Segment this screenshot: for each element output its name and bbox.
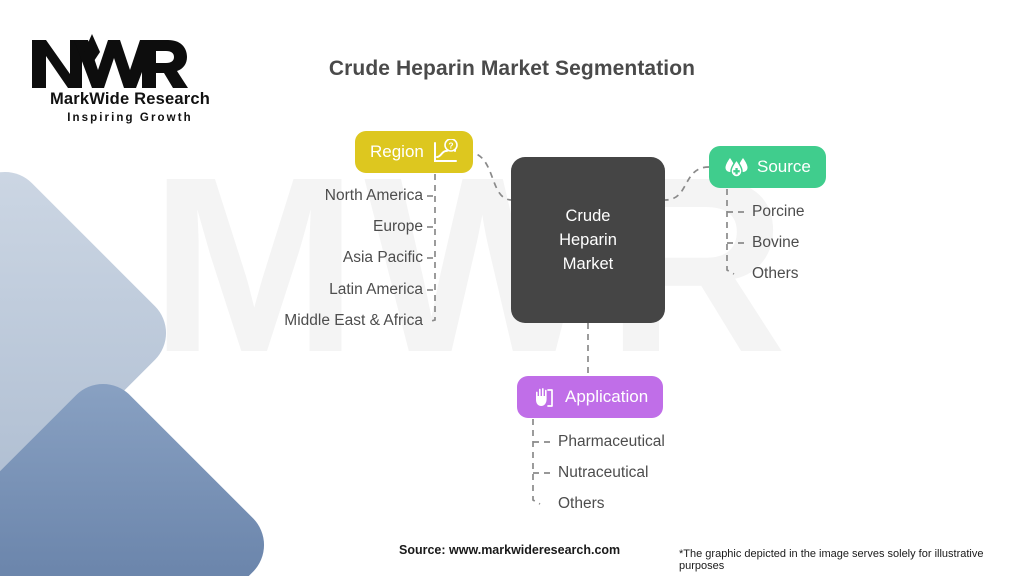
badge-label-source: Source: [757, 157, 811, 176]
leaf-application-0: Pharmaceutical: [558, 433, 665, 450]
decorative-square-light: [0, 156, 182, 510]
category-badge-application[interactable]: Application: [517, 376, 664, 418]
connector-region-spine: [427, 174, 436, 323]
badge-label-region: Region: [370, 142, 424, 161]
connector-region-to-center: [466, 151, 513, 201]
decorative-square-dark: [0, 368, 280, 576]
category-badge-source[interactable]: Source: [709, 146, 826, 188]
leaf-source-1: Bovine: [752, 234, 800, 251]
badge-label-application: Application: [565, 387, 649, 406]
center-node-line-3: Market: [562, 255, 614, 273]
connector-source-spine: [726, 189, 735, 275]
logo-tagline: Inspiring Growth: [67, 112, 193, 124]
blood-drop-plus-icon: [724, 155, 749, 180]
connector-application-spine: [532, 419, 541, 505]
company-logo: MarkWide Research Inspiring Growth: [30, 30, 230, 124]
svg-text:?: ?: [448, 140, 453, 150]
connector-source-to-center: [664, 166, 710, 201]
leaf-application-1: Nutraceutical: [558, 464, 649, 481]
gloved-hand-icon: [532, 385, 557, 410]
leaf-application-2: Others: [558, 495, 605, 512]
leaf-region-2: Asia Pacific: [342, 249, 423, 266]
mwr-logomark-icon: [32, 34, 188, 88]
category-badge-region[interactable]: Region ?: [355, 131, 473, 173]
leaf-region-1: Europe: [373, 218, 423, 235]
leaf-region-0: North America: [324, 187, 423, 204]
footer-disclaimer: *The graphic depicted in the image serve…: [679, 548, 984, 572]
leaf-source-2: Others: [752, 265, 799, 282]
page-title: Crude Heparin Market Segmentation: [328, 57, 696, 80]
footer-source: Source: www.markwideresearch.com: [399, 543, 621, 557]
leaf-source-0: Porcine: [752, 203, 805, 220]
center-node-line-1: Crude: [565, 207, 611, 225]
center-node: Crude Heparin Market: [511, 157, 665, 323]
leaf-region-4: Middle East & Africa: [284, 312, 423, 329]
leaf-region-3: Latin America: [329, 281, 423, 298]
growth-chart-question-icon: ?: [432, 139, 458, 165]
logo-company-name: MarkWide Research: [49, 90, 211, 108]
center-node-line-2: Heparin: [559, 231, 617, 249]
